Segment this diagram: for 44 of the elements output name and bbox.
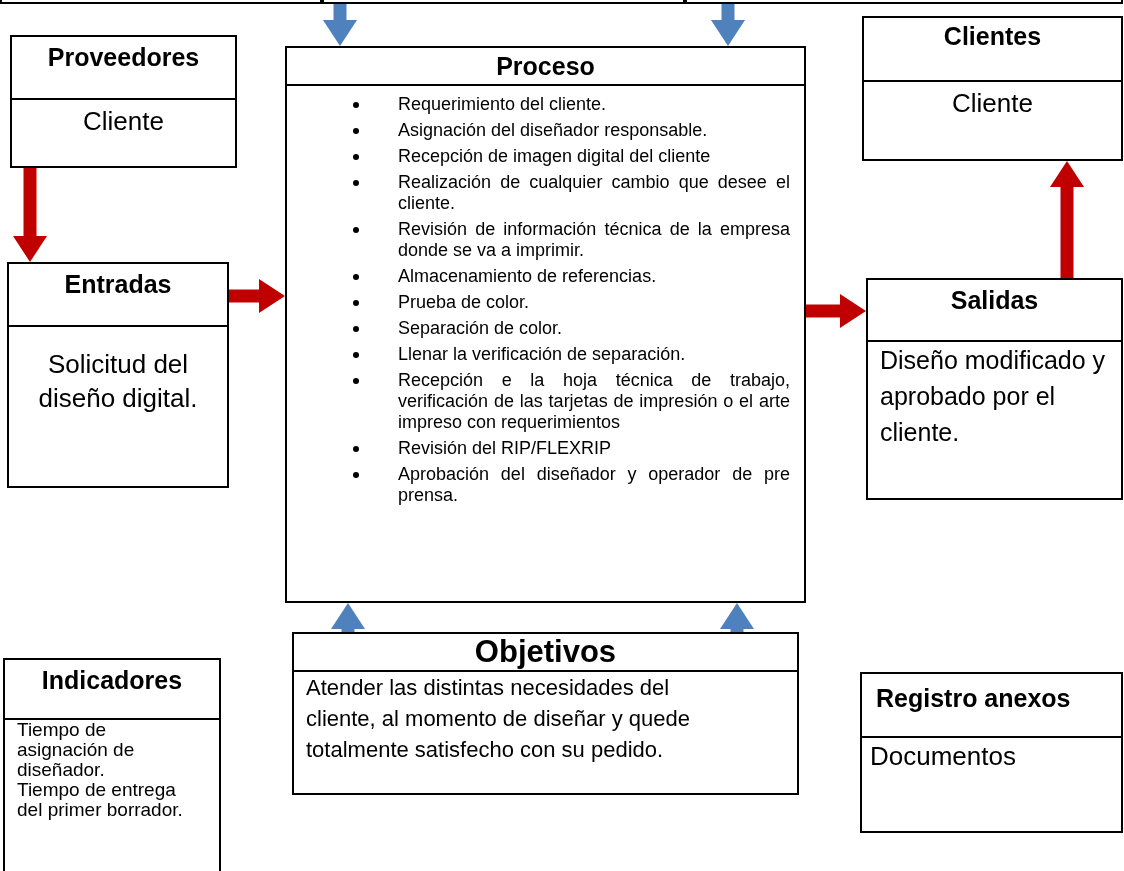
block-arrow (1050, 161, 1084, 278)
box-text: Documentos (870, 740, 1017, 773)
list-item: Revisión de información técnica de la empresa donde se va a imprimir. (398, 219, 790, 261)
list-item: Asignación del diseñador responsable. (398, 120, 709, 141)
box-heading: Indicadores (40, 665, 184, 696)
box-text: Tiempo de entrega del primer borrador. (17, 780, 184, 820)
box-text: Cliente (951, 87, 1034, 120)
block-arrow (711, 4, 745, 46)
block-arrow (806, 294, 866, 328)
box-text: Cliente (82, 105, 165, 138)
list-item: Revisión del RIP/FLEXRIP (398, 438, 613, 459)
process-box (866, 278, 1123, 500)
list-item: Aprobación del diseñador y operador de pre prensa. (398, 464, 790, 506)
box-heading: Clientes (942, 21, 1043, 52)
list-item: Recepción de imagen digital del cliente (398, 146, 712, 167)
list-item: Llenar la verificación de separación. (398, 344, 687, 365)
box-text: Diseño modificado y aprobado por el cliente. (880, 345, 1107, 448)
block-arrow (229, 279, 285, 313)
box-text: Tiempo de asignación de diseñador. (17, 720, 136, 780)
process-box (10, 35, 237, 168)
box-heading: Registro anexos (875, 683, 1072, 714)
process-box (862, 16, 1123, 161)
list-item: Realización de cualquier cambio que desee el cliente. (398, 172, 790, 214)
process-box (292, 632, 799, 795)
list-item: Requerimiento del cliente. (398, 94, 608, 115)
list-item: Prueba de color. (398, 292, 531, 313)
list-item: Almacenamiento de referencias. (398, 266, 658, 287)
box-heading: Objetivos (473, 634, 618, 670)
list-item: Separación de color. (398, 318, 564, 339)
box-text: Solicitud del diseño digital. (37, 348, 199, 415)
box-heading: Proveedores (46, 42, 201, 73)
process-box (860, 672, 1123, 833)
box-heading: Salidas (949, 285, 1040, 316)
block-arrow (323, 4, 357, 46)
list-item: Recepción e la hoja técnica de trabajo, verificación de las tarjetas de impresión o el arte impreso con requerimientos (398, 370, 790, 433)
box-text: Atender las distintas necesidades del cliente, al momento de diseñar y quede totalmente satisfecho con su pedido. (306, 674, 691, 764)
box-heading: Entradas (63, 269, 173, 300)
process-box (7, 262, 229, 488)
block-arrow (331, 603, 365, 632)
box-heading: Proceso (495, 51, 596, 82)
process-box (3, 658, 221, 871)
block-arrow (13, 168, 47, 262)
process-box (285, 46, 806, 603)
block-arrow (720, 603, 754, 632)
